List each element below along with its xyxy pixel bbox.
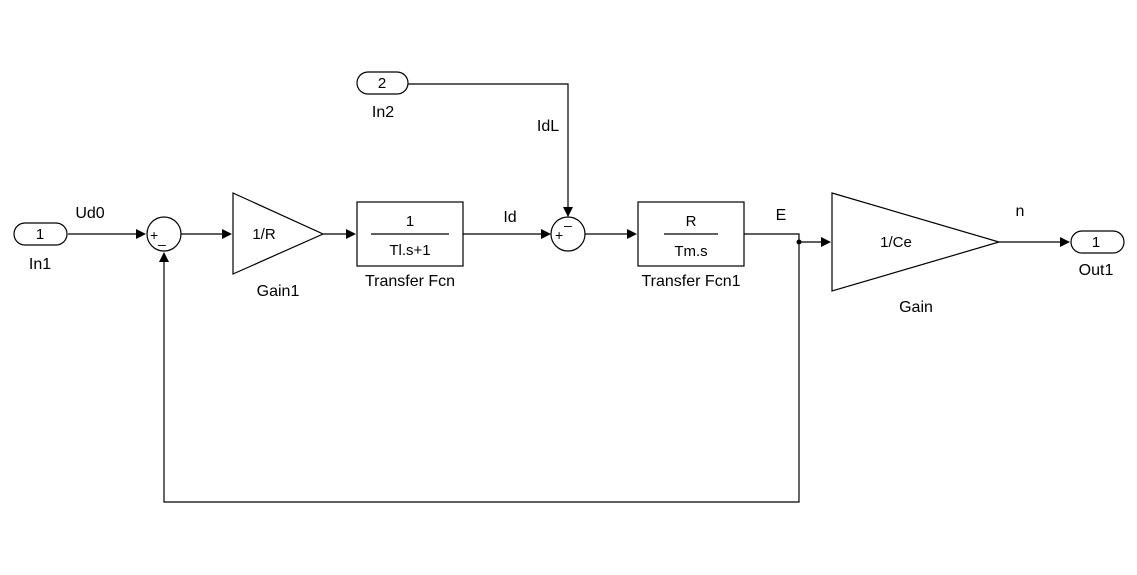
wire-feedback — [163, 242, 800, 503]
transfer-fcn-numerator: 1 — [406, 213, 414, 230]
arrow-sum2-top-input — [563, 207, 573, 217]
arrow-sum2-input — [541, 229, 551, 239]
transfer-fcn1-block[interactable]: R Tm.s — [637, 201, 745, 267]
arrow-tf1-input — [627, 229, 637, 239]
wire-in2-sum2 — [408, 83, 569, 207]
in1-port-label: In1 — [29, 256, 51, 273]
arrow-gain1-input — [222, 229, 232, 239]
sum2-minus-sign: – — [564, 217, 572, 233]
sum2-plus-sign: + — [555, 227, 563, 243]
arrow-sum1-input — [136, 229, 146, 239]
gain-label: Gain — [899, 299, 933, 316]
out1-port[interactable]: 1 — [1070, 230, 1125, 254]
sum2-block[interactable]: + – — [550, 216, 586, 252]
in2-port-number: 2 — [378, 75, 386, 92]
in2-port-label: In2 — [372, 104, 394, 121]
transfer-fcn1-label: Transfer Fcn1 — [642, 273, 741, 290]
arrow-out1-input — [1060, 237, 1070, 247]
transfer-fcn1-denominator: Tm.s — [674, 243, 707, 260]
arrow-tf-input — [346, 229, 356, 239]
signal-label-ud0: Ud0 — [75, 205, 104, 222]
sum1-plus-sign: + — [150, 227, 158, 243]
in1-port[interactable]: 1 — [13, 222, 68, 246]
arrow-sum1-bottom-input — [159, 252, 169, 262]
transfer-fcn-denominator: Tl.s+1 — [389, 242, 430, 259]
out1-port-label: Out1 — [1079, 262, 1114, 279]
arrow-gain-input — [821, 237, 831, 247]
sum1-block[interactable]: + – — [146, 216, 182, 252]
signal-label-n: n — [1016, 203, 1025, 220]
gain-expression: 1/Ce — [880, 234, 912, 251]
transfer-fcn-label: Transfer Fcn — [365, 273, 455, 290]
in1-port-number: 1 — [36, 226, 44, 243]
gain1-label: Gain1 — [257, 283, 300, 300]
wire-tf1-gain — [744, 233, 821, 243]
out1-port-number: 1 — [1092, 234, 1100, 251]
sum1-minus-sign: – — [158, 236, 166, 252]
signal-label-e: E — [776, 207, 787, 224]
transfer-fcn1-numerator: R — [686, 213, 697, 230]
gain1-block[interactable]: 1/R — [232, 192, 325, 275]
gain1-expression: 1/R — [252, 226, 276, 243]
in2-port[interactable]: 2 — [356, 71, 409, 95]
transfer-fcn-block[interactable]: 1 Tl.s+1 — [356, 201, 464, 267]
signal-label-idl: IdL — [537, 118, 559, 135]
signal-label-id: Id — [503, 209, 516, 226]
gain-block[interactable]: 1/Ce — [831, 192, 1002, 292]
